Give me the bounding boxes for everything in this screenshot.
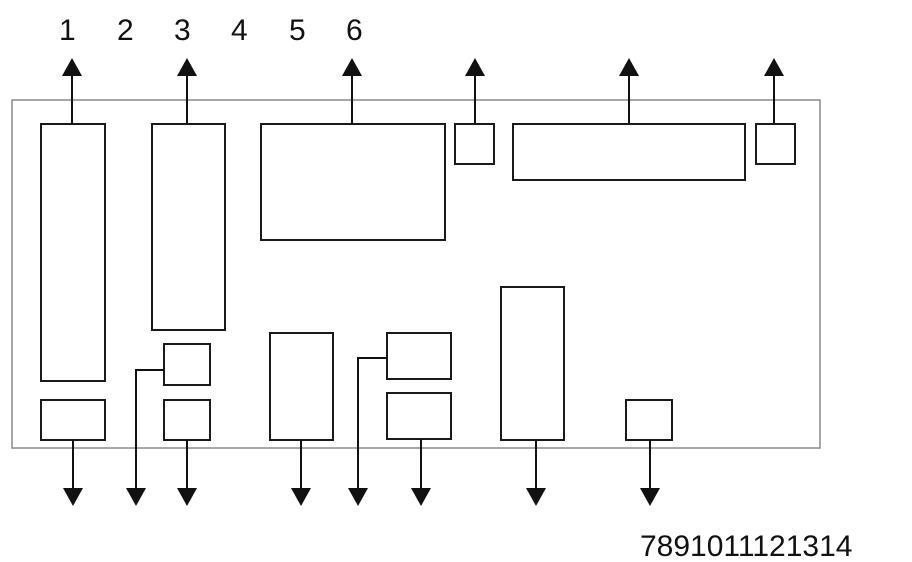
components [40,123,796,441]
arrow-up-3 [177,58,197,76]
top-label-2: 2 [117,14,134,47]
component-a-tall [40,123,106,382]
arrow-down-12 [411,488,431,506]
arrow-up-7 [764,58,784,76]
arrow-down-11 [348,488,368,506]
arrow-down-14 [640,488,660,506]
arrow-down-7 [63,488,83,506]
component-n [625,399,673,441]
wire-down-8 [135,369,164,488]
wire-down-11 [357,357,387,488]
top-label-4: 4 [231,14,248,47]
top-label-6: 6 [346,14,363,47]
component-f-small [755,123,796,165]
component-d-small [454,123,495,165]
component-h [163,343,211,386]
arrow-down-10 [291,488,311,506]
arrow-up-1 [62,58,82,76]
bottom-connectors [63,357,660,506]
component-i [163,399,211,441]
component-g [40,399,106,441]
arrow-down-9 [177,488,197,506]
arrow-down-13 [526,488,546,506]
component-k [386,332,452,380]
component-m-tall [500,286,565,441]
component-b-tall [151,123,226,331]
top-label-3: 3 [174,14,191,47]
component-l [386,392,452,440]
top-label-1: 1 [59,14,76,47]
component-c-wide [260,123,446,241]
bottom-label: 7891011121314 [640,530,852,562]
component-e-wide [512,123,746,181]
arrow-up-4 [342,58,362,76]
arrow-down-8 [126,488,146,506]
top-connectors [62,58,784,124]
arrow-up-5 [465,58,485,76]
component-j [269,332,334,441]
arrow-up-6 [619,58,639,76]
top-label-5: 5 [289,14,306,47]
